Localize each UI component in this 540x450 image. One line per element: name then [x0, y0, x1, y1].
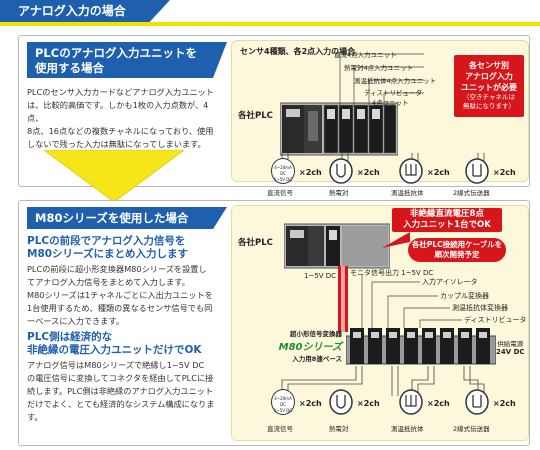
rtd-count: ×2ch: [427, 168, 450, 177]
monitor-label: モニタ信号出力 1~5V DC: [350, 269, 434, 277]
bottom-unit-label-3: 測温抵抗体変換器: [452, 304, 508, 312]
top-leader-lines: [339, 53, 424, 107]
dc-label: 直流信号: [267, 189, 293, 197]
bottom-header: M80シリーズを使用した場合: [27, 207, 227, 229]
bottom-section: M80シリーズを使用した場合 PLCの前段でアナログ入力信号を M80シリーズに…: [18, 200, 530, 446]
bottom-wires: [281, 366, 485, 396]
rtd-label: 測温抵抗体: [391, 189, 424, 197]
bottom-thermocouple-label: 熱電対: [329, 425, 349, 433]
dc-signal-icon: 4~20mA DC 1~5V DC: [271, 158, 295, 184]
rtd-icon: [399, 158, 423, 184]
bottom-sub2: PLC側は経済的な 非絶縁の電圧入力ユニットだけでOK: [27, 331, 202, 356]
bottom-leader-lines: [361, 274, 462, 328]
thermocouple-icon: [329, 158, 353, 184]
voltage-label: 1~5V DC: [304, 272, 337, 280]
transmitter-count: ×2ch: [493, 168, 516, 177]
down-arrow-icon: [44, 150, 184, 202]
m80-base: [346, 328, 496, 365]
section-label: アナログ入力の場合: [0, 0, 170, 22]
bottom-dc-label: 直流信号: [267, 425, 293, 433]
thermocouple-label: 熱電対: [329, 189, 349, 197]
bottom-plc-rack: [284, 223, 390, 269]
bottom-thermocouple-count: ×2ch: [357, 399, 380, 408]
top-panel-title: センサ4種類、各2点入力の場合: [240, 47, 356, 56]
dc-count: ×2ch: [299, 168, 322, 177]
supply-label: 供給電源 24V DC: [496, 340, 525, 356]
bottom-transmitter-icon: [465, 389, 489, 415]
callout-pointer: [382, 232, 410, 248]
top-unit-label-5: 4点ユニット: [372, 99, 409, 107]
bottom-dc-count: ×2ch: [299, 399, 322, 408]
bottom-unit-label-4: ディストリビュータ: [464, 316, 527, 324]
bottom-rtd-icon: [399, 389, 423, 415]
bottom-cable: [338, 266, 348, 332]
thermocouple-count: ×2ch: [357, 168, 380, 177]
bottom-sub1: PLCの前段でアナログ入力信号を M80シリーズにまとめ入力します: [27, 235, 189, 260]
bottom-thermocouple-icon: [329, 389, 353, 415]
bottom-callout-1: 非絶縁直流電圧8点 入力ユニット1台でOK: [392, 208, 502, 232]
section-underline: [0, 22, 540, 26]
top-callout: 各センサ別 アナログ入力 ユニットが必要 （空きチャネルは 無駄になります）: [454, 55, 524, 117]
top-header: PLCのアナログ入力ユニットを 使用する場合: [27, 42, 227, 78]
top-plc-rack: [280, 102, 398, 156]
bottom-plc-label: 各社PLC: [238, 238, 273, 248]
bottom-callout-2: 各社PLC接続用ケーブルを 順次開発予定: [408, 238, 506, 262]
transmitter-icon: [465, 158, 489, 184]
bottom-unit-label-2: カップル変換器: [440, 292, 489, 300]
bottom-rtd-count: ×2ch: [427, 399, 450, 408]
bottom-body1: PLCの前段に超小形変換器M80シリーズを設置し てアナログ入力信号をまとめて入…: [27, 264, 213, 326]
top-plc-label: 各社PLC: [238, 111, 273, 121]
top-unit-label-3: 測温抵抗体4点入力ユニット: [354, 77, 437, 85]
top-body: PLCのセンサ入力カードなどアナログ入力ユニット は、比較的高価です。しかも1枚…: [27, 87, 214, 149]
bottom-transmitter-label: 2線式伝送器: [453, 425, 490, 433]
m80-label: 超小形信号変換器 M80シリーズ 入力用8連ベース: [278, 330, 342, 363]
top-unit-label-4: ディストリビュータ: [364, 89, 423, 97]
top-section: PLCのアナログ入力ユニットを 使用する場合 PLCのセンサ入力カードなどアナロ…: [18, 35, 530, 197]
top-unit-label-1: 直流4点入力ユニット: [334, 51, 397, 59]
bottom-rtd-label: 測温抵抗体: [391, 425, 424, 433]
top-unit-label-2: 熱電対4点入力ユニット: [344, 64, 414, 72]
bottom-unit-label-1: 入力アイソレータ: [422, 278, 478, 286]
bottom-transmitter-count: ×2ch: [493, 399, 516, 408]
transmitter-label: 2線式伝送器: [453, 189, 490, 197]
bottom-body2: アナログ信号はM80シリーズで絶縁し1~5V DC の電圧信号に変換してコネクタ…: [27, 360, 215, 422]
bottom-dc-signal-icon: 4~20mA DC 1~5V DC: [271, 389, 295, 415]
